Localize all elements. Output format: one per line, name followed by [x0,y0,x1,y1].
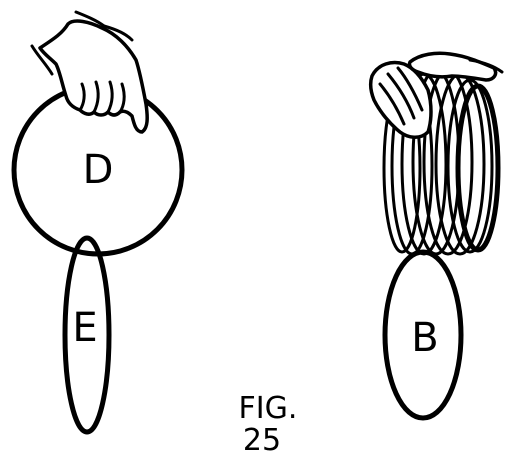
caption-number: 25 [243,423,281,458]
hand-left-icon [32,12,147,132]
figure-caption: FIG. 25 [239,391,298,458]
ring-b-label: B [411,315,438,361]
left-drawing: D E [14,12,182,432]
caption-fig: FIG. [239,391,298,426]
ring-e-label: E [72,305,97,351]
ring-d-label: D [83,147,114,193]
right-drawing: B [371,53,502,418]
